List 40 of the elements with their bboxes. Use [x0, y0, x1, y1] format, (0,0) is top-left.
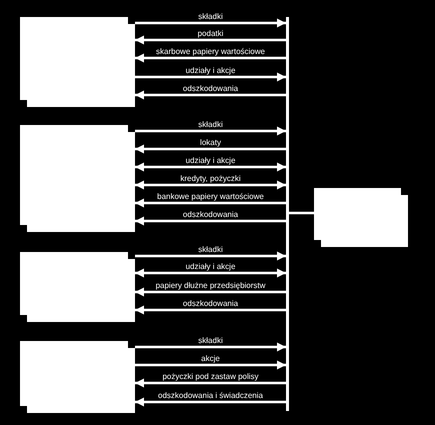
- edge-label: lokaty: [198, 138, 223, 147]
- arrow: [135, 306, 286, 314]
- edge-label: składki: [196, 120, 225, 129]
- connector-line: [289, 212, 314, 214]
- edge-label: odszkodowania: [180, 210, 240, 219]
- edge-label: składki: [196, 12, 225, 21]
- edge-label: odszkodowania: [180, 299, 240, 308]
- arrow: [135, 198, 286, 208]
- bus-line: [286, 17, 289, 411]
- arrow: [135, 268, 286, 278]
- arrow: [135, 18, 286, 28]
- arrow: [135, 36, 286, 44]
- edge-label: odszkodowania: [180, 84, 240, 93]
- edge-label: udziały i akcje: [184, 156, 238, 165]
- arrow: [135, 288, 286, 296]
- arrow: [135, 144, 286, 154]
- arrow: [135, 180, 286, 190]
- arrow: [135, 360, 286, 370]
- edge-label: składki: [196, 336, 225, 345]
- edge-label: odszkodowania i świadczenia: [156, 391, 265, 400]
- arrow: [135, 252, 286, 260]
- arrow: [135, 342, 286, 352]
- arrow: [135, 162, 286, 172]
- edge-label: bankowe papiery wartościowe: [155, 192, 266, 201]
- edge-label: podatki: [196, 29, 226, 38]
- arrow: [135, 126, 286, 136]
- edge-label: kredyty, pożyczki: [178, 174, 243, 183]
- arrow: [135, 398, 286, 406]
- arrow: [135, 72, 286, 82]
- edge-label: pożyczki pod zastaw polisy: [160, 372, 261, 381]
- arrow: [135, 54, 286, 62]
- edge-label: skarbowe papiery wartościowe: [154, 47, 267, 56]
- edge-label: papiery dłużne przedsiębiorstw: [154, 281, 268, 290]
- arrow: [135, 216, 286, 226]
- edge-label: akcje: [199, 354, 222, 363]
- arrow: [135, 90, 286, 100]
- edge-label: udziały i akcje: [184, 66, 238, 75]
- edge-label: składki: [196, 245, 225, 254]
- edge-label: udziały i akcje: [184, 262, 238, 271]
- arrow: [135, 378, 286, 388]
